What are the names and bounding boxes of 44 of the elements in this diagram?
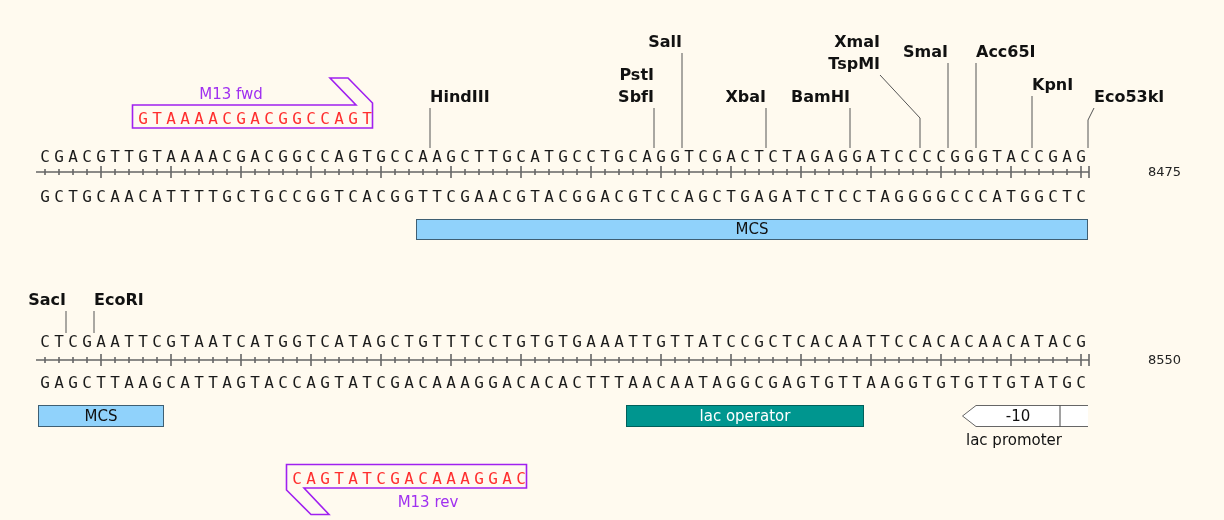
position-number: 8550 [1148,352,1182,368]
enzyme-label: SbfI [618,86,654,108]
enzyme-label: EcoRI [94,289,144,311]
leader-line [1031,95,1033,149]
enzyme-label: SacI [28,289,66,311]
enzyme-label: BamHI [791,86,850,108]
leader-line [65,310,67,334]
enzyme-label: XbaI [725,86,766,108]
leader-line [681,52,683,149]
enzyme-label: SalI [648,31,682,53]
feature-name: lac promoter [966,431,1062,449]
leader-line [429,107,431,149]
feature-label: -10 [1005,407,1031,425]
dna-sequence: CGACGTTGTAAAACGACGGCCAGTGCCAAGCTTGCATGCCTGCAGGTCGACTCTAGAGGATCCCCGGGTACCGAG [40,148,1091,166]
dna-sequence: GCTGCAACATTTTGCTGCCGGTCACGGTTCGAACGTACGGACGTCCAGCTGAGATCTCCTAGGGGCCCATGGCTC [40,188,1091,206]
feature-bar: MCS [38,405,164,427]
primer-arrow [132,77,373,129]
feature-bar: lac operator [626,405,864,427]
leader-line [653,107,655,149]
dna-sequence: GAGCTTAAGCATTAGTACCAGTATCGACAAAGGACACACTTTAACAATAGGCGAGTGTTAAGGTGTGTTGTATGC [40,374,1091,392]
enzyme-label: KpnI [1032,74,1074,96]
enzyme-label: TspMI [828,53,880,75]
enzyme-label: Acc65I [976,41,1036,63]
leader-line [947,62,949,149]
leader-line [93,310,95,334]
primer-sequence: GTAAAACGACGGCCAGT [138,109,377,128]
primer-name: M13 fwd [199,85,263,103]
leader-line [879,74,921,149]
enzyme-label: SmaI [903,41,948,63]
feature-bar: MCS [416,219,1088,240]
leader-line [1087,107,1095,149]
primer-sequence: CAGTATCGACAAAGGAC [292,469,531,488]
primer-arrow [286,464,527,516]
leader-line [765,107,767,149]
dna-sequence: CTCGAATTCGTAATCATGGTCATAGCTGTTTCCTGTGTGAAATTGTTATCCGCTCACAATTCCACACAACATACG [40,333,1091,351]
enzyme-label: Eco53kI [1094,86,1165,108]
primer-name: M13 rev [397,493,459,511]
enzyme-label: PstI [619,64,654,86]
leader-line [975,62,977,149]
position-number: 8475 [1148,164,1182,180]
enzyme-label: XmaI [834,31,880,53]
enzyme-label: HindIII [430,86,490,108]
promoter-arrow [962,405,1088,427]
leader-line [849,107,851,149]
